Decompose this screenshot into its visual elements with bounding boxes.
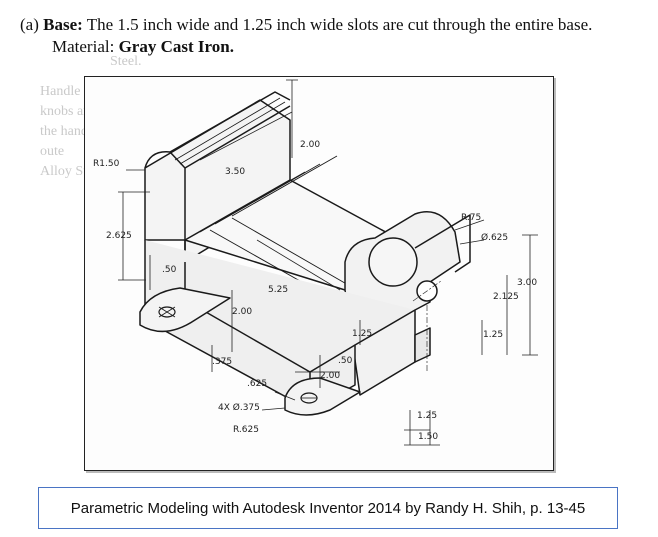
dim-r625: R.625 (233, 425, 259, 435)
dimension-lines (118, 79, 538, 446)
material-label: Material: (52, 37, 115, 56)
ghost-line: Alloy St (40, 164, 88, 179)
problem-line-2: Material: Gray Cast Iron. (20, 36, 650, 58)
source-caption: Parametric Modeling with Autodesk Invent… (38, 487, 618, 529)
ghost-line: oute (40, 144, 65, 159)
problem-title: Base: (43, 15, 83, 34)
dim-125-a: 1.25 (352, 329, 372, 339)
dim-625: .625 (247, 379, 267, 389)
dim-200-bottom: 2.00 (320, 371, 340, 381)
dim-300: 3.00 (517, 278, 537, 288)
dim-2125: 2.125 (493, 292, 519, 302)
dim-dia625: Ø.625 (481, 232, 508, 243)
problem-statement: (a) Base: The 1.5 inch wide and 1.25 inc… (20, 14, 650, 58)
problem-line-1: (a) Base: The 1.5 inch wide and 1.25 inc… (20, 14, 650, 36)
dim-r75: R.75 (461, 213, 481, 223)
dim-2625: 2.625 (106, 231, 132, 241)
dim-200-top: 2.00 (300, 140, 320, 150)
dim-r150: R1.50 (93, 159, 120, 169)
center-lines (412, 280, 442, 372)
lug-holes (158, 306, 318, 404)
dim-125-b: 1.25 (483, 330, 503, 340)
problem-description: The 1.5 inch wide and 1.25 inch wide slo… (86, 15, 593, 34)
dim-375: .375 (212, 357, 232, 367)
dim-200-mid: 2.00 (232, 307, 252, 317)
dim-150: 1.50 (418, 432, 438, 442)
left-lug-hole (158, 306, 176, 318)
dim-holes: 4X Ø.375 (218, 402, 260, 413)
problem-label: (a) (20, 15, 39, 34)
ghost-line: Steel. (110, 54, 142, 69)
material-value: Gray Cast Iron. (118, 37, 234, 56)
part-outline (139, 91, 471, 416)
dim-525: 5.25 (268, 285, 288, 295)
dimension-labels: R1.50 3.50 2.00 R.75 Ø.625 2.625 .50 5.2… (93, 140, 537, 442)
dim-350: 3.50 (225, 167, 245, 177)
dim-125-c: 1.25 (417, 411, 437, 421)
dim-50-bottom: .50 (338, 356, 353, 366)
dim-50-left: .50 (162, 265, 177, 275)
